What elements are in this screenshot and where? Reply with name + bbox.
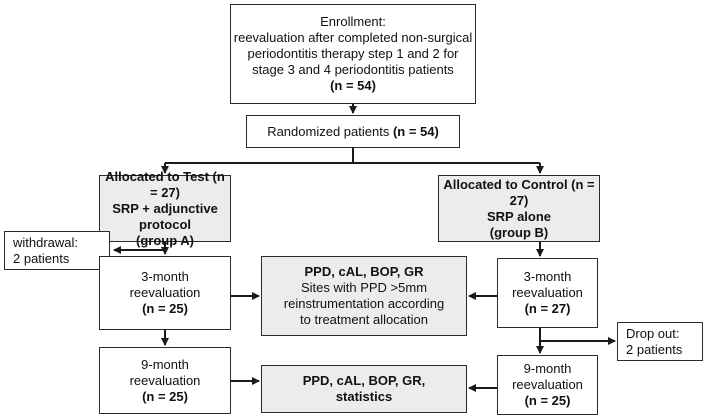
test-arm-line-1: Allocated to Test (n = 27) bbox=[105, 168, 225, 200]
test-arm-line-3: (group A) bbox=[136, 232, 194, 248]
control-9-month-box: 9-month reevaluation (n = 25) bbox=[497, 355, 598, 415]
control-9m-line-2: reevaluation bbox=[512, 377, 583, 392]
control-3m-line-2: reevaluation bbox=[512, 285, 583, 300]
dropout-line-1: Drop out: bbox=[626, 325, 680, 341]
randomized-count: (n = 54) bbox=[392, 123, 439, 139]
control-arm-line-2: SRP alone bbox=[486, 208, 552, 224]
test-9m-line-2: reevaluation bbox=[129, 372, 201, 388]
enrollment-line-3: stage 3 and 4 periodontitis patients bbox=[252, 62, 454, 77]
control-arm-box: Allocated to Control (n = 27) SRP alone … bbox=[438, 175, 600, 242]
enrollment-line-2: periodontitis therapy step 1 and 2 for bbox=[247, 46, 459, 61]
center-3m-line-2: Sites with PPD >5mm bbox=[300, 280, 428, 295]
enrollment-line-1: reevaluation after completed non-surgica… bbox=[233, 30, 473, 45]
center-9-month-box: PPD, cAL, BOP, GR, statistics bbox=[261, 365, 467, 413]
dropout-box: Drop out: 2 patients bbox=[617, 322, 703, 361]
test-3-month-box: 3-month reevaluation (n = 25) bbox=[99, 256, 231, 330]
test-arm-line-2: SRP + adjunctive protocol bbox=[112, 200, 218, 232]
center-3m-line-3: reinstrumentation according bbox=[283, 296, 445, 311]
randomized-box: Randomized patients (n = 54) bbox=[246, 115, 460, 148]
dropout-line-2: 2 patients bbox=[626, 341, 683, 357]
enrollment-box: Enrollment: reevaluation after completed… bbox=[230, 4, 476, 104]
withdrawal-line-2: 2 patients bbox=[13, 250, 70, 266]
control-3-month-box: 3-month reevaluation (n = 27) bbox=[497, 258, 598, 328]
test-9-month-box: 9-month reevaluation (n = 25) bbox=[99, 347, 231, 414]
center-9m-line-2: statistics bbox=[335, 389, 393, 404]
test-3m-count: (n = 25) bbox=[142, 301, 188, 316]
enrollment-title: Enrollment: bbox=[320, 14, 386, 29]
control-3m-line-1: 3-month bbox=[523, 269, 572, 284]
center-3-month-box: PPD, cAL, BOP, GR Sites with PPD >5mm re… bbox=[261, 256, 467, 336]
control-3m-count: (n = 27) bbox=[524, 301, 571, 316]
test-9m-count: (n = 25) bbox=[142, 388, 188, 404]
withdrawal-box: withdrawal: 2 patients bbox=[4, 231, 110, 270]
withdrawal-line-1: withdrawal: bbox=[13, 234, 79, 250]
control-arm-line-3: (group B) bbox=[489, 224, 549, 240]
control-9m-line-1: 9-month bbox=[523, 361, 572, 376]
test-3m-line-2: reevaluation bbox=[129, 285, 201, 300]
test-3m-line-1: 3-month bbox=[141, 269, 189, 284]
randomized-label: Randomized patients bbox=[267, 123, 393, 139]
test-9m-line-1: 9-month bbox=[141, 356, 189, 372]
center-9m-line-1: PPD, cAL, BOP, GR, bbox=[302, 373, 426, 388]
control-9m-count: (n = 25) bbox=[524, 393, 571, 408]
center-3m-line-4: to treatment allocation bbox=[300, 312, 428, 327]
control-arm-line-1: Allocated to Control (n = 27) bbox=[443, 176, 595, 208]
test-arm-box: Allocated to Test (n = 27) SRP + adjunct… bbox=[99, 169, 231, 248]
center-3m-line-1: PPD, cAL, BOP, GR bbox=[304, 264, 424, 279]
enrollment-count: (n = 54) bbox=[330, 78, 376, 93]
